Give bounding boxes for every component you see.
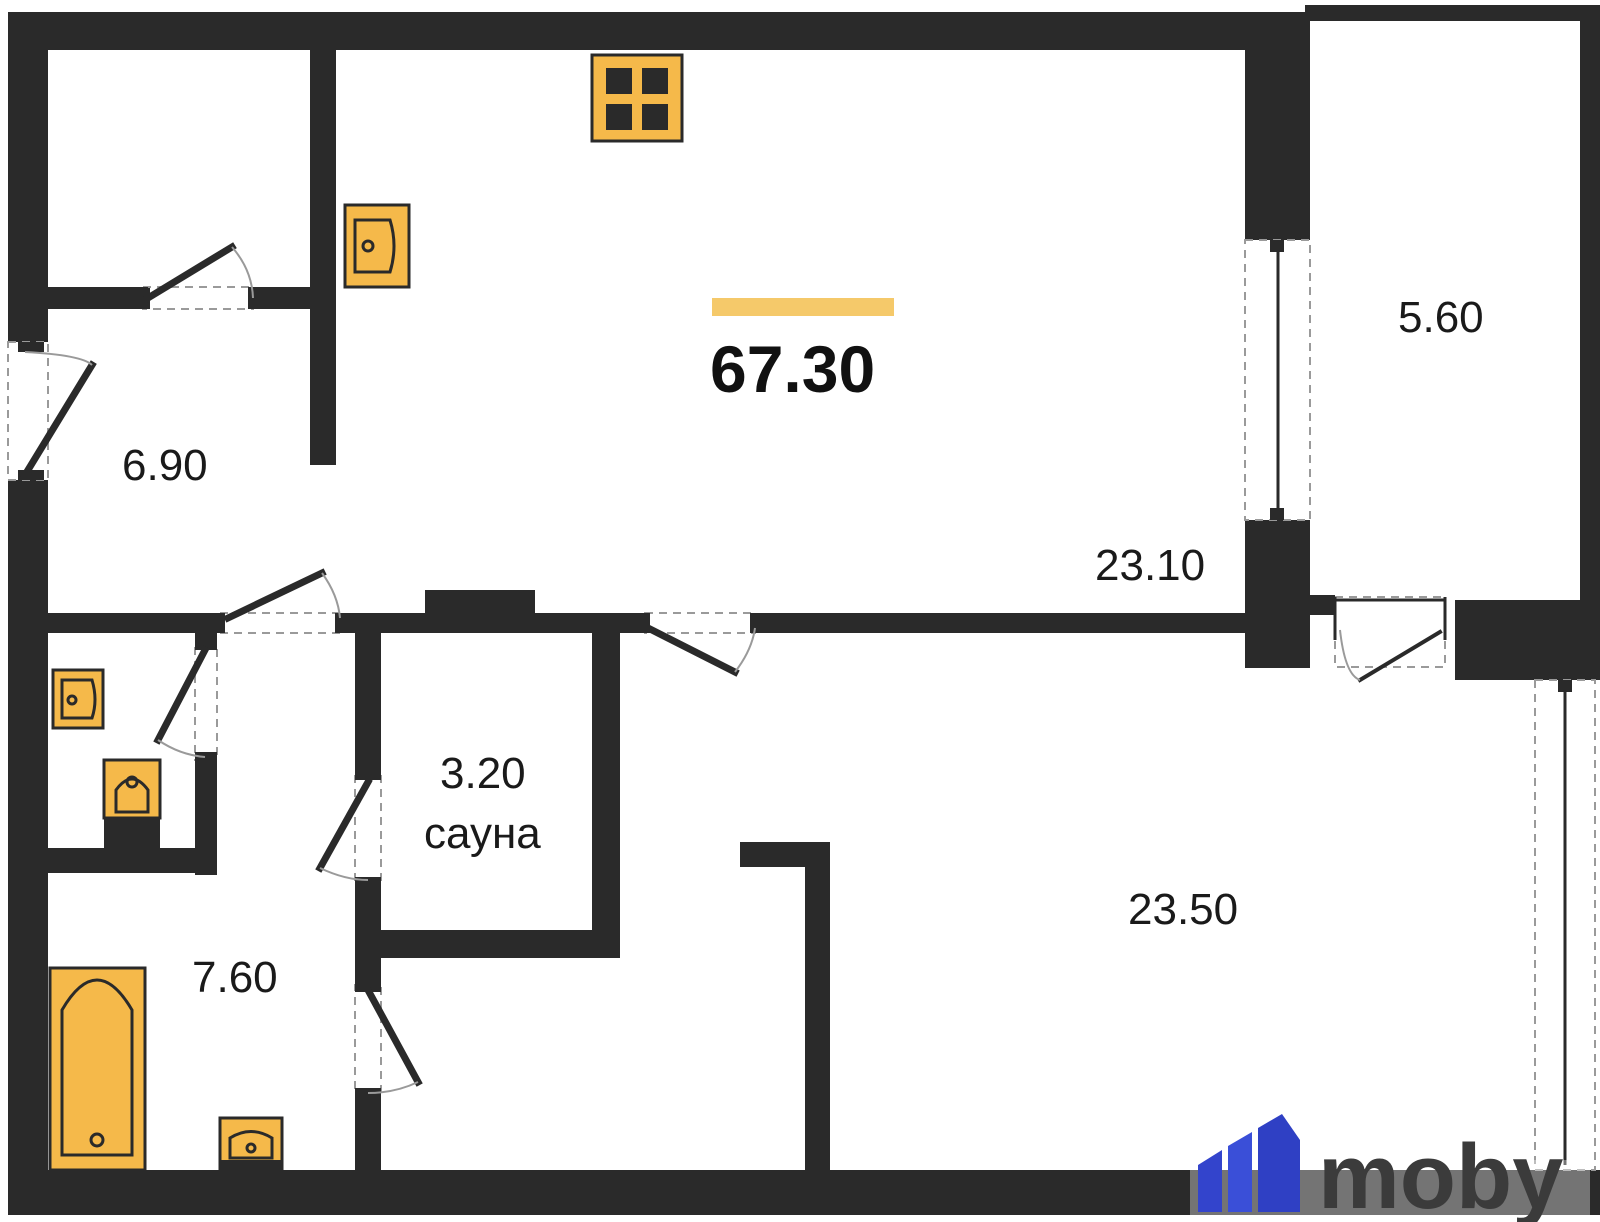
windows xyxy=(1244,239,1596,1171)
room-area-kitchen-living: 23.10 xyxy=(1095,541,1205,590)
total-area-block: 67.30 xyxy=(710,298,894,406)
logo-text: moby xyxy=(1318,1126,1563,1222)
bedroom-door[interactable] xyxy=(640,612,760,677)
room-label-sauna: сауна xyxy=(424,809,541,858)
room-labels: 6.90 23.10 5.60 3.20 сауна 7.60 23.50 xyxy=(122,293,1484,1002)
room-area-balcony: 5.60 xyxy=(1398,293,1484,342)
room-area-bathroom: 7.60 xyxy=(192,953,278,1002)
storage-door[interactable] xyxy=(138,242,258,310)
room-area-sauna: 3.20 xyxy=(440,749,526,798)
wc-door[interactable] xyxy=(153,640,218,762)
bathroom-door[interactable] xyxy=(354,982,423,1098)
doors xyxy=(7,242,1447,1098)
entrance-door[interactable] xyxy=(7,341,97,481)
toilet-door[interactable] xyxy=(215,568,345,634)
bathtub-icon xyxy=(48,966,147,1172)
moby-logo-icon xyxy=(1198,1114,1300,1212)
total-area: 67.30 xyxy=(710,332,875,406)
sauna-door[interactable] xyxy=(315,770,382,887)
wc-sink-icon xyxy=(51,668,105,730)
bathroom-sink-icon xyxy=(218,1116,284,1172)
moby-logo[interactable]: moby xyxy=(1190,1114,1590,1222)
walls xyxy=(8,5,1600,1215)
balcony-door[interactable] xyxy=(1333,596,1447,683)
kitchen-sink-icon xyxy=(343,203,411,289)
room-area-hall: 6.90 xyxy=(122,441,208,490)
stove-icon xyxy=(590,53,684,143)
total-area-accent-bar xyxy=(712,298,894,316)
fixtures xyxy=(48,53,684,1172)
toilet-icon xyxy=(102,758,162,848)
room-area-bedroom: 23.50 xyxy=(1128,885,1238,934)
